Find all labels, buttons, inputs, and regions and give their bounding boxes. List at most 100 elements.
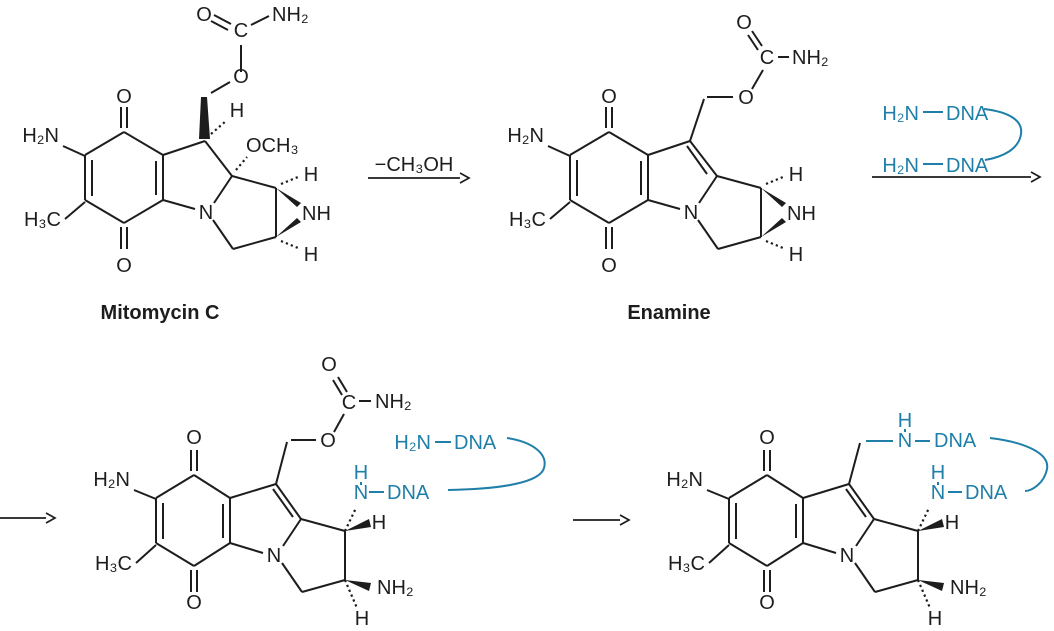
reaction-arrow-4: [573, 514, 631, 526]
dna-amine-label: H₂N: [394, 432, 431, 454]
dna-label: DNA: [965, 482, 1008, 504]
methyl-label: H₃C: [668, 553, 705, 575]
carbamate-c-label: C: [234, 20, 248, 42]
dna-label: DNA: [946, 103, 989, 125]
quinone-o-bottom-label: O: [759, 592, 775, 614]
adduct1-dna-links: H₂N DNA H N DNA: [354, 432, 546, 504]
stereo-h-label: H: [789, 244, 803, 266]
nh-n-label: N: [931, 482, 945, 504]
wedge-bond-nh2: [345, 580, 371, 591]
wedge-bond-aziridine-bottom: [761, 218, 786, 237]
quinone-o-top-label: O: [116, 86, 132, 108]
dna-linker-curve: [447, 437, 546, 491]
reaction-arrow-1: −CH₃OH: [368, 154, 471, 184]
quinone-o-top-label: O: [759, 427, 775, 449]
arrowhead: [619, 514, 631, 526]
arrowhead: [459, 172, 471, 184]
stereo-h-label: H: [304, 164, 318, 186]
methyl-label: H₃C: [95, 553, 132, 575]
ester-o-label: O: [233, 66, 249, 88]
carbamate-c-label: C: [760, 47, 774, 69]
stereo-h-label: H: [372, 512, 386, 534]
stereo-h-label: H: [789, 164, 803, 186]
enamine-bonds: [547, 30, 789, 250]
ring-nitrogen-label: N: [267, 545, 281, 567]
reaction-arrow-3: [0, 512, 57, 524]
adduct1-bonds: [133, 376, 371, 609]
amine-label: H₂N: [507, 125, 544, 147]
adduct1-atom-labels: O O H₂N H₃C N O C O NH₂ H NH₂ H: [93, 354, 413, 630]
enamine-atom-labels: O O H₂N H₃C N NH H H O C NH₂ O: [507, 12, 828, 277]
quinone-o-bottom-label: O: [186, 592, 202, 614]
quinone-o-top-label: O: [601, 86, 617, 108]
ring-amine-label: NH₂: [377, 577, 414, 599]
methoxy-label: OCH₃: [246, 135, 299, 157]
ester-o-label: O: [320, 430, 336, 452]
adduct2-atom-labels: O O H₂N H₃C N H NH₂ H: [666, 427, 986, 630]
structure-mono-dna-adduct: O O H₂N H₃C N O C O NH₂ H NH₂ H H₂N DNA …: [93, 354, 546, 630]
minus-methanol-label: −CH₃OH: [375, 154, 454, 176]
hash-bond-dna-n: [344, 507, 357, 532]
nh-h-label: H: [931, 462, 945, 484]
wedge-bond-aziridine-bottom: [276, 218, 301, 237]
carbamate-nh2-label: NH₂: [272, 4, 309, 26]
wedge-bond-ch2: [199, 97, 210, 139]
aziridine-nh-label: NH: [302, 203, 331, 225]
ring-nitrogen-label: N: [840, 545, 854, 567]
quinone-o-bottom-label: O: [116, 255, 132, 277]
carbamate-o-label: O: [321, 354, 337, 376]
arrowhead: [1030, 171, 1042, 183]
nh-n-label: N: [898, 430, 912, 452]
hash-bond-dna-n: [917, 507, 930, 532]
carbamate-o-label: O: [736, 12, 752, 34]
structure-name-mitomycin: Mitomycin C: [101, 302, 220, 324]
reaction-arrow-2: [872, 171, 1042, 183]
nh-h-label: H: [898, 410, 912, 432]
aziridine-nh-label: NH: [787, 203, 816, 225]
ester-o-label: O: [738, 87, 754, 109]
dna-linker-curve: [983, 108, 1023, 161]
dna-amine-label: H₂N: [882, 155, 919, 177]
structure-mitomycin-c: O O H₂N H₃C N NH OCH₃ H H H O C NH₂ O Mi…: [22, 4, 331, 324]
hash-bond-h: [210, 120, 227, 135]
ring-amine-label: NH₂: [950, 577, 987, 599]
stereo-h-label: H: [945, 512, 959, 534]
dna-reagents: H₂N DNA H₂N DNA: [882, 103, 1023, 177]
wedge-bond-aziridine-top: [761, 188, 786, 207]
adduct2-bonds: [706, 440, 944, 609]
quinone-o-top-label: O: [186, 427, 202, 449]
adduct2-dna-links: H N DNA H N DNA: [898, 410, 1049, 504]
stereo-h-label: H: [355, 608, 369, 630]
carbamate-o-label: O: [196, 4, 212, 26]
nh-n-label: N: [354, 482, 368, 504]
wedge-bond-aziridine-top: [276, 188, 301, 207]
methyl-label: H₃C: [24, 209, 61, 231]
structure-bis-dna-crosslink: O O H₂N H₃C N H NH₂ H H N DNA H N DNA: [666, 410, 1049, 630]
dna-label: DNA: [454, 432, 497, 454]
carbamate-nh2-label: NH₂: [792, 47, 829, 69]
dna-label: DNA: [387, 482, 430, 504]
stereo-h-label: H: [304, 244, 318, 266]
methyl-label: H₃C: [509, 209, 546, 231]
dna-linker-curve: [989, 437, 1049, 492]
quinone-o-bottom-label: O: [601, 255, 617, 277]
nh-h-label: H: [354, 462, 368, 484]
dna-amine-label: H₂N: [882, 103, 919, 125]
structure-name-enamine: Enamine: [627, 302, 710, 324]
structure-enamine: O O H₂N H₃C N NH H H O C NH₂ O Enamine: [507, 12, 828, 324]
mitomycin-atom-labels: O O H₂N H₃C N NH OCH₃ H H H O C NH₂ O: [22, 4, 331, 277]
wedge-bond-h: [918, 519, 944, 531]
carbamate-c-label: C: [342, 392, 356, 414]
stereo-h-label: H: [928, 608, 942, 630]
dna-label: DNA: [934, 430, 977, 452]
wedge-bond-h: [345, 519, 371, 531]
wedge-bond-nh2: [918, 580, 944, 591]
mitomycin-bonds: [62, 14, 301, 250]
carbamate-nh2-label: NH₂: [375, 391, 412, 413]
amine-label: H₂N: [93, 469, 130, 491]
arrowhead: [45, 512, 57, 524]
ring-nitrogen-label: N: [199, 202, 213, 224]
